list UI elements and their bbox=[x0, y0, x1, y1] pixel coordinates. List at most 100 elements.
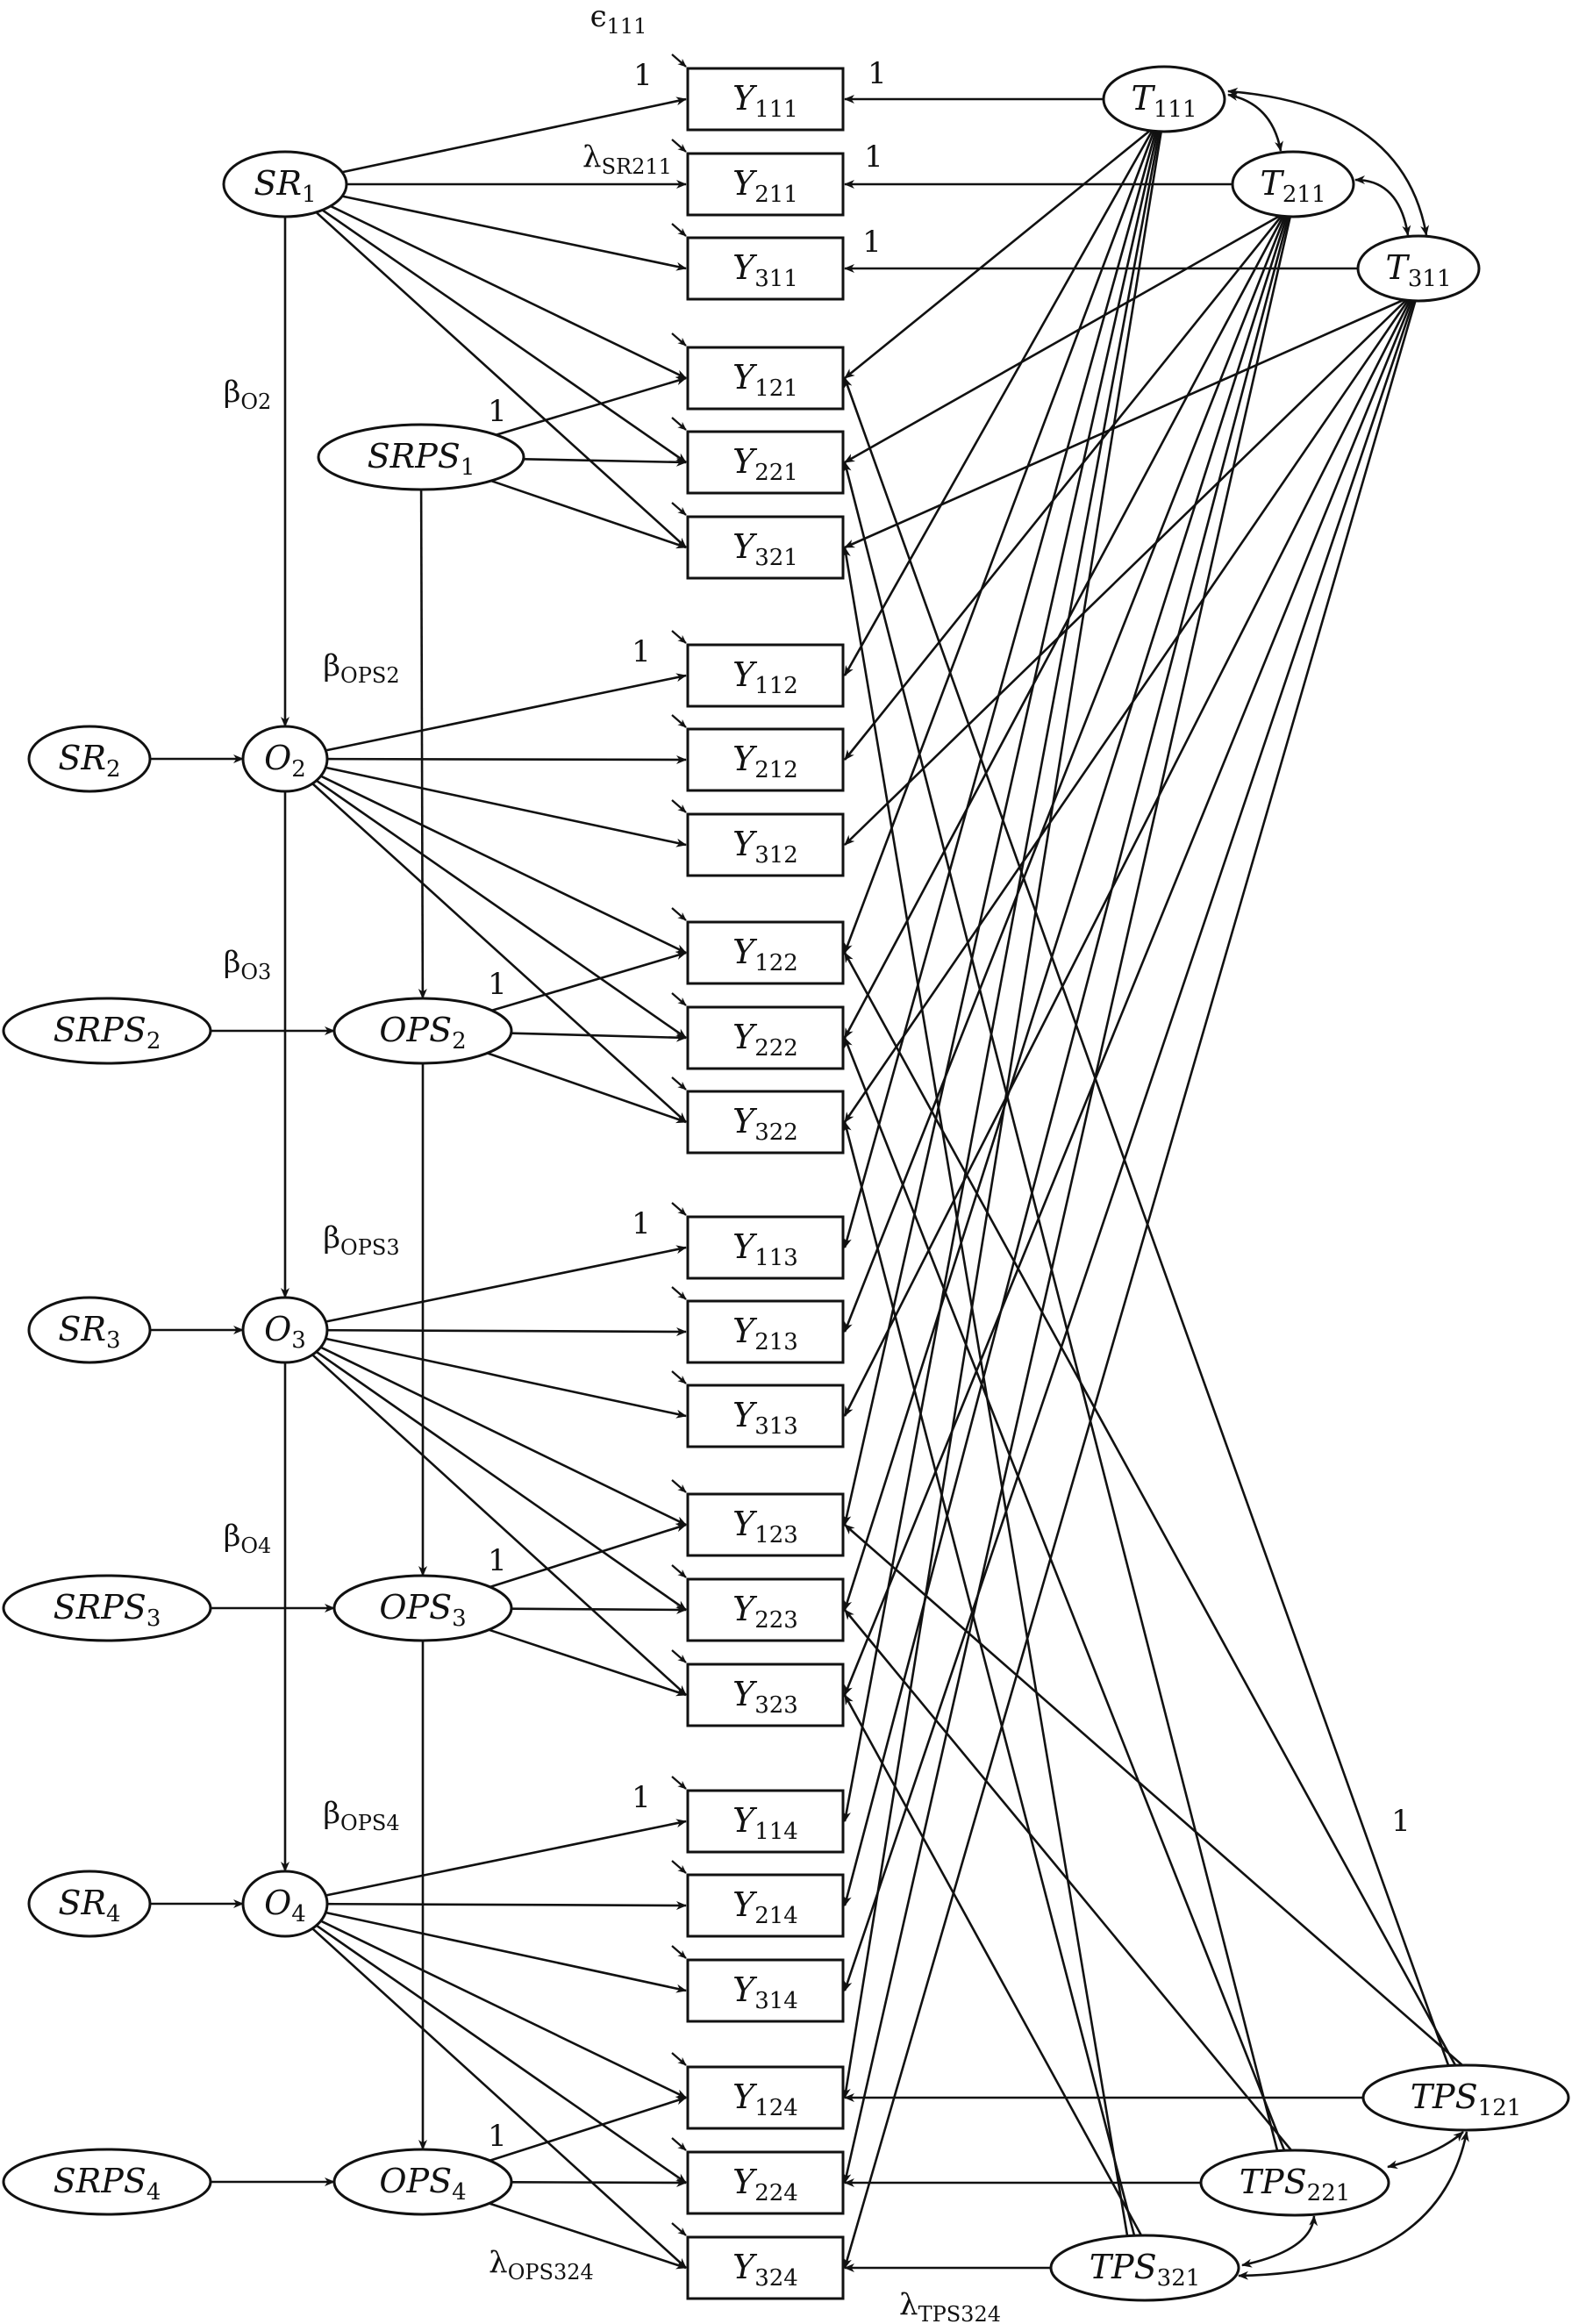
observed-label-Y311: Y311 bbox=[732, 248, 798, 292]
observed-label-Y311-base: Y bbox=[732, 248, 758, 287]
latent-O3: O3 bbox=[241, 1296, 329, 1364]
observed-label-Y122-base: Y bbox=[732, 933, 758, 971]
latent-T311: T311 bbox=[1356, 234, 1481, 303]
latent-label-T311-base: T bbox=[1386, 248, 1411, 287]
edge-O2-Y222 bbox=[315, 779, 687, 1040]
latent-label-O3: O3 bbox=[264, 1310, 306, 1354]
latent-label-O4: O4 bbox=[264, 1884, 306, 1927]
observed-label-Y112-base: Y bbox=[732, 655, 758, 694]
error-arrow-Y223 bbox=[671, 1564, 687, 1578]
edge-label-lam_SR-sub: SR211 bbox=[602, 154, 672, 179]
edge-T211-Y214 bbox=[842, 215, 1290, 1906]
observed-box-Y212 bbox=[686, 727, 845, 792]
observed-label-Y121-sub: 121 bbox=[754, 375, 798, 402]
observed-box-Y312 bbox=[686, 812, 845, 877]
latent-label-T311-sub: 311 bbox=[1408, 266, 1452, 292]
latent-label-TPS221-sub: 221 bbox=[1307, 2180, 1351, 2206]
latent-SR4: SR4 bbox=[27, 1870, 152, 1938]
latent-label-TPS121-base: TPS bbox=[1411, 2077, 1478, 2116]
cov-T111-T211 bbox=[1227, 92, 1283, 152]
observed-label-Y124: Y124 bbox=[732, 2077, 798, 2121]
edge-TPS221-Y222 bbox=[843, 1037, 1286, 2151]
edge-label-one_O2: 1 bbox=[632, 634, 651, 669]
error-arrow-Y322 bbox=[671, 1076, 687, 1090]
edge-label-one_OPS2: 1 bbox=[488, 967, 507, 1002]
latent-OPS2: OPS2 bbox=[332, 997, 513, 1065]
observed-box-Y113 bbox=[686, 1215, 845, 1280]
observed-label-Y113: Y113 bbox=[732, 1227, 798, 1271]
latent-label-SRPS1-sub: 1 bbox=[461, 454, 475, 481]
observed-Y324: Y324 bbox=[686, 2235, 845, 2300]
observed-box-Y213 bbox=[686, 1299, 845, 1364]
latent-label-TPS121: TPS121 bbox=[1411, 2077, 1522, 2121]
latent-SR3: SR3 bbox=[27, 1296, 152, 1364]
observed-label-Y213: Y213 bbox=[732, 1312, 798, 1355]
edge-label-bO4-base: β bbox=[224, 1519, 241, 1554]
observed-Y311: Y311 bbox=[686, 236, 845, 301]
observed-Y223: Y223 bbox=[686, 1577, 845, 1642]
cov-TPS121-TPS221 bbox=[1387, 2131, 1464, 2170]
observed-box-Y112 bbox=[686, 643, 845, 708]
edge-SRPS1-Y121 bbox=[496, 376, 687, 436]
edge-label-bO4-sub: O4 bbox=[240, 1534, 271, 1558]
observed-box-Y313 bbox=[686, 1384, 845, 1448]
latent-ellipse-OPS4 bbox=[332, 2148, 513, 2216]
edge-OPS3-Y123 bbox=[489, 1523, 687, 1589]
observed-Y322: Y322 bbox=[686, 1090, 845, 1155]
latent-ellipse-OPS3 bbox=[332, 1574, 513, 1642]
latent-label-T211: T211 bbox=[1261, 164, 1326, 208]
observed-Y313: Y313 bbox=[686, 1384, 845, 1448]
edge-label-lam_TPS: λTPS324 bbox=[899, 2287, 1001, 2324]
latent-label-SR2-sub: 2 bbox=[106, 756, 121, 783]
latent-SR2: SR2 bbox=[27, 725, 152, 793]
observed-label-Y123-sub: 123 bbox=[754, 1522, 798, 1548]
observed-label-Y211: Y211 bbox=[732, 164, 798, 208]
observed-Y121: Y121 bbox=[686, 346, 845, 411]
latent-label-SRPS2: SRPS2 bbox=[54, 1011, 161, 1055]
edge-label-bO2-base: β bbox=[224, 375, 241, 410]
error-arrow-Y323 bbox=[671, 1649, 687, 1663]
edge-label-bOPS2: βOPS2 bbox=[323, 648, 399, 688]
error-arrow-Y212 bbox=[671, 714, 687, 728]
edge-OPS2-Y322 bbox=[487, 1052, 687, 1124]
latent-SR1: SR1 bbox=[222, 150, 348, 218]
edge-TPS321-Y321 bbox=[841, 547, 1129, 2236]
latent-label-OPS4-sub: 4 bbox=[452, 2179, 467, 2206]
latent-label-OPS3: OPS3 bbox=[379, 1588, 466, 1632]
observed-label-Y113-sub: 113 bbox=[754, 1245, 798, 1271]
edge-OPS2-Y122 bbox=[491, 951, 687, 1012]
cov-TPS121-TPS321 bbox=[1238, 2131, 1469, 2280]
observed-box-Y311 bbox=[686, 236, 845, 301]
observed-box-Y122 bbox=[686, 920, 845, 985]
edge-label-one_OPS4: 1 bbox=[488, 2119, 507, 2154]
observed-label-Y311-sub: 311 bbox=[754, 266, 798, 292]
observed-box-Y111 bbox=[686, 67, 845, 132]
error-arrow-Y311 bbox=[671, 223, 687, 237]
edge-label-lam_TPS-base: λ bbox=[899, 2287, 918, 2322]
observed-label-Y324-sub: 324 bbox=[754, 2265, 798, 2292]
edge-SRPS1-Y321 bbox=[490, 479, 687, 549]
edge-O2-Y312 bbox=[325, 766, 687, 847]
observed-label-Y214-base: Y bbox=[732, 1885, 758, 1924]
edge-label-lam_SR: λSR211 bbox=[582, 139, 672, 179]
edge-O3-Y323 bbox=[311, 1354, 687, 1696]
latent-label-SR4: SR4 bbox=[58, 1884, 120, 1927]
observed-Y222: Y222 bbox=[686, 1005, 845, 1070]
observed-box-Y222 bbox=[686, 1005, 845, 1070]
latent-label-SRPS4: SRPS4 bbox=[54, 2162, 161, 2206]
observed-label-Y121-base: Y bbox=[732, 358, 758, 397]
latent-label-O2: O2 bbox=[264, 739, 306, 783]
edge-SR1-Y321 bbox=[315, 211, 687, 548]
edge-OPS4-Y124 bbox=[489, 2096, 687, 2162]
edge-O4-Y124 bbox=[320, 1920, 687, 2099]
error-arrow-Y214 bbox=[671, 1860, 687, 1874]
latent-label-SR4-base: SR bbox=[58, 1884, 106, 1922]
observed-label-Y124-base: Y bbox=[732, 2077, 758, 2116]
error-arrow-Y124 bbox=[671, 2052, 687, 2066]
observed-label-Y224: Y224 bbox=[732, 2163, 798, 2206]
observed-label-Y214: Y214 bbox=[732, 1885, 798, 1929]
observed-label-Y123: Y123 bbox=[732, 1505, 798, 1548]
observed-label-Y221-base: Y bbox=[732, 442, 758, 481]
